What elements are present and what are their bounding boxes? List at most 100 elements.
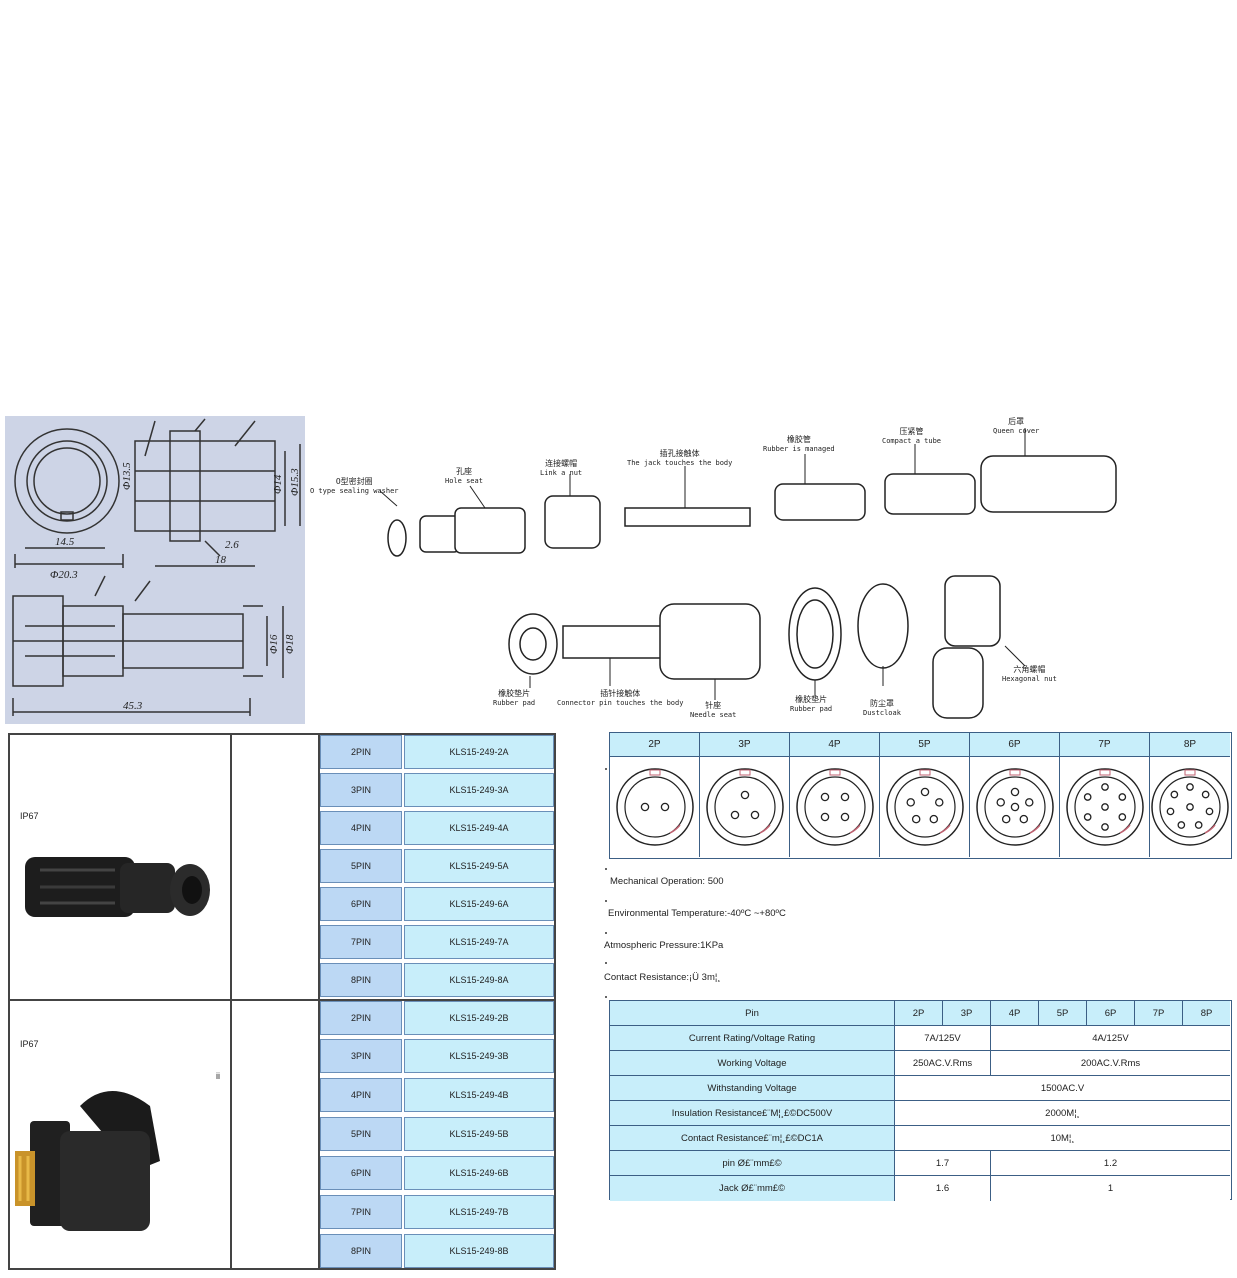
spec-value: 1 <box>991 1176 1230 1201</box>
pinout-header: 6P <box>970 733 1060 757</box>
spec-header-col: 5P <box>1039 1001 1087 1026</box>
connector-face-icon <box>885 768 964 846</box>
product-image-cell: IP67 <box>10 735 232 999</box>
spec-row-label: Working Voltage <box>610 1051 895 1076</box>
pin-hole <box>1117 813 1126 821</box>
spec-value: 10M¦¸ <box>895 1126 1230 1151</box>
part-number-cell: KLS15-249-5A <box>404 849 554 883</box>
part-number-cell: KLS15-249-7A <box>404 925 554 959</box>
dim-label: Φ14 <box>272 474 284 494</box>
pin-count-cell: 2PIN <box>320 1001 402 1035</box>
panel-connector-photo <box>15 1091 160 1231</box>
spec-header-col: 2P <box>895 1001 943 1026</box>
pin-count-cell: 6PIN <box>320 1156 402 1190</box>
pin-hole <box>1001 814 1010 824</box>
electrical-spec-table: Pin 2P 3P 4P 5P 6P 7P 8P Current Rating/… <box>609 1000 1232 1201</box>
note-cell <box>232 1001 320 1268</box>
pin-hole <box>840 812 849 822</box>
pin-hole <box>740 790 749 800</box>
part-number-cell: KLS15-249-2A <box>404 735 554 769</box>
pin-hole <box>929 814 938 824</box>
pin-count-cell: 7PIN <box>320 925 402 959</box>
spec-row-label: pin Ø£¨mm£© <box>610 1151 895 1176</box>
pin-hole <box>1019 814 1028 824</box>
pin-hole <box>1194 821 1203 829</box>
pin-hole <box>640 802 649 812</box>
pin-hole <box>750 810 759 820</box>
pin-hole <box>1100 783 1109 791</box>
pin-hole <box>820 812 829 822</box>
pin-hole <box>1201 790 1210 799</box>
pin-hole <box>820 792 829 802</box>
part-number-cell: KLS15-249-6A <box>404 887 554 921</box>
pin-hole <box>1010 787 1019 797</box>
pin-hole <box>905 798 915 807</box>
pin-count-cell: 6PIN <box>320 887 402 921</box>
pinout-header: 5P <box>880 733 970 757</box>
exploded-view-svg <box>379 428 1117 719</box>
spec-value: 200AC.V.Rms <box>991 1051 1230 1076</box>
pin-count-cell: 7PIN <box>320 1195 402 1229</box>
part-number-cell: KLS15-249-2B <box>404 1001 554 1035</box>
pin-hole <box>1186 783 1194 791</box>
part-number-cell: KLS15-249-3B <box>404 1039 554 1073</box>
pinout-header: 3P <box>700 733 790 757</box>
product-image-cell: IP67 ii <box>10 1001 232 1268</box>
product-table: IP67 IP67 ii <box>8 733 556 1270</box>
pin-count-cell: 2PIN <box>320 735 402 769</box>
ip-rating: IP67 <box>20 811 39 821</box>
product-note: ii <box>216 1071 220 1081</box>
pin-count-cell: 8PIN <box>320 963 402 997</box>
spec-line: Environmental Temperature:-40ºC ~+80ºC <box>608 908 786 919</box>
part-number-cell: KLS15-249-5B <box>404 1117 554 1151</box>
pin-hole <box>1170 790 1179 799</box>
connector-face-icon <box>1151 768 1229 846</box>
pin-count-cell: 5PIN <box>320 849 402 883</box>
spec-value: 4A/125V <box>991 1026 1230 1051</box>
pin-hole <box>1166 807 1175 816</box>
technical-drawing: Φ20.3 14.5 Φ13.5 Φ14 Φ15.3 2.6 18 Φ16 Φ1… <box>5 416 305 724</box>
part-number-cell: KLS15-249-8B <box>404 1234 554 1268</box>
pinout-cell <box>610 757 700 857</box>
spec-value: 1500AC.V <box>895 1076 1230 1101</box>
pin-hole <box>660 802 669 812</box>
spec-value: 1.7 <box>895 1151 991 1176</box>
dim-label: 2.6 <box>225 539 239 551</box>
spec-row-label: Withstanding Voltage <box>610 1076 895 1101</box>
dim-label: Φ18 <box>284 634 296 654</box>
pinout-table: 2P 3P 4P 5P 6P 7P 8P <box>609 732 1232 859</box>
pin-hole <box>934 798 944 807</box>
dim-label: Φ15.3 <box>289 468 301 496</box>
pin-hole <box>1100 823 1109 831</box>
pin-hole <box>1100 803 1109 811</box>
part-number-cell: KLS15-249-7B <box>404 1195 554 1229</box>
dim-label: 14.5 <box>55 536 75 548</box>
spec-header-col: 8P <box>1183 1001 1230 1026</box>
pinout-header: 7P <box>1060 733 1150 757</box>
connector-face-icon <box>975 768 1054 846</box>
pin-count-cell: 4PIN <box>320 811 402 845</box>
pin-hole <box>920 787 929 797</box>
spec-row-label: Contact Resistance£¨m¦¸£©DC1A <box>610 1126 895 1151</box>
pinout-cell <box>970 757 1060 857</box>
dim-label: Φ16 <box>268 634 280 654</box>
spec-row-label: Current Rating/Voltage Rating <box>610 1026 895 1051</box>
pinout-cell <box>790 757 880 857</box>
connector-face-icon <box>795 768 874 846</box>
spec-value: 1.6 <box>895 1176 991 1201</box>
technical-drawing-svg: Φ20.3 14.5 Φ13.5 Φ14 Φ15.3 2.6 18 Φ16 Φ1… <box>12 418 301 716</box>
pin-hole <box>1083 793 1092 801</box>
spec-line: Contact Resistance:¡Ü 3m¦¸ <box>604 972 721 983</box>
spec-line: Atmospheric Pressure:1KPa <box>604 940 724 951</box>
pin-hole <box>1177 821 1186 829</box>
pinout-cell <box>700 757 790 857</box>
